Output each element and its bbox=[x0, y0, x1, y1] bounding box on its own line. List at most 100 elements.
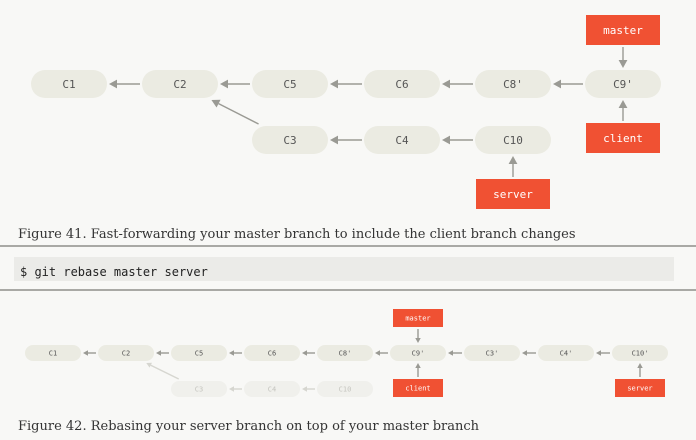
arrowhead-c10-to-c4 bbox=[302, 386, 307, 392]
arrowhead-c3-to-c2 bbox=[211, 99, 221, 108]
commit-c3p: C3' bbox=[464, 345, 520, 361]
commit-node-shape bbox=[31, 70, 107, 98]
arrowhead-client-to-c9p bbox=[618, 100, 628, 108]
commit-c3: C3 bbox=[171, 381, 227, 397]
commit-node-shape bbox=[475, 70, 551, 98]
commit-label: C2 bbox=[173, 78, 186, 91]
branch-tag-shape bbox=[586, 123, 660, 153]
commit-label: C3' bbox=[486, 350, 499, 358]
branch-server: server bbox=[615, 379, 665, 397]
commit-node-shape bbox=[252, 70, 328, 98]
branch-label: server bbox=[627, 385, 652, 393]
commit-label: C6 bbox=[395, 78, 408, 91]
arrowhead-c9p-to-c8p bbox=[553, 79, 561, 89]
commit-node-shape bbox=[171, 345, 227, 361]
arrowhead-server-to-c10p bbox=[637, 363, 643, 368]
commit-c10: C10 bbox=[475, 126, 551, 154]
commit-label: C9' bbox=[412, 350, 425, 358]
code-block: $ git rebase master server bbox=[14, 257, 674, 281]
commit-label: C6 bbox=[268, 350, 276, 358]
commit-label: C5 bbox=[283, 78, 296, 91]
arrowhead-c10p-to-c4p bbox=[596, 350, 601, 356]
arrowhead-c10-to-c4 bbox=[442, 135, 450, 145]
commit-label: C10 bbox=[339, 386, 352, 394]
commit-node-shape bbox=[142, 70, 218, 98]
branch-master: master bbox=[586, 15, 660, 45]
commit-c4: C4 bbox=[244, 381, 300, 397]
commit-c3: C3 bbox=[252, 126, 328, 154]
commit-node-shape bbox=[98, 345, 154, 361]
arrowhead-c2-to-c1 bbox=[83, 350, 88, 356]
commit-c1: C1 bbox=[31, 70, 107, 98]
branch-label: master bbox=[603, 24, 643, 37]
arrowhead-c9p-to-c8p bbox=[375, 350, 380, 356]
branch-client: client bbox=[393, 379, 443, 397]
commit-c10p: C10' bbox=[612, 345, 668, 361]
commit-node-shape bbox=[252, 126, 328, 154]
commit-node-shape bbox=[244, 345, 300, 361]
arrowhead-server-to-c10 bbox=[508, 156, 518, 164]
arrowhead-c4-to-c3 bbox=[330, 135, 338, 145]
arrowhead-c8p-to-c6 bbox=[302, 350, 307, 356]
edge-c3-to-c2 bbox=[150, 364, 180, 380]
commit-label: C10' bbox=[632, 350, 649, 358]
arrowhead-c8p-to-c6 bbox=[442, 79, 450, 89]
commit-label: C9' bbox=[613, 78, 633, 91]
branch-label: client bbox=[405, 385, 430, 393]
commit-label: C4 bbox=[268, 386, 276, 394]
arrowhead-master-to-c9p bbox=[415, 338, 421, 343]
code-block-bottom-rule bbox=[0, 289, 696, 291]
arrowhead-c5-to-c2 bbox=[220, 79, 228, 89]
commit-label: C5 bbox=[195, 350, 203, 358]
commit-node-shape bbox=[317, 345, 373, 361]
branch-tag-shape bbox=[586, 15, 660, 45]
branch-server: server bbox=[476, 179, 550, 209]
arrowhead-c5-to-c2 bbox=[156, 350, 161, 356]
commit-label: C2 bbox=[122, 350, 130, 358]
commit-c10: C10 bbox=[317, 381, 373, 397]
commit-c5: C5 bbox=[171, 345, 227, 361]
arrowhead-c4p-to-c3p bbox=[522, 350, 527, 356]
commit-c9p: C9' bbox=[585, 70, 661, 98]
figure-42-caption: Figure 42. Rebasing your server branch o… bbox=[18, 419, 480, 434]
branch-label: master bbox=[405, 315, 430, 323]
figure-41-caption: Figure 41. Fast-forwarding your master b… bbox=[18, 227, 576, 242]
rebase-server-diagram: C1 C2 C5 C6 C8' C9' C3' C4' C10' C3 C4 C10 master cli… bbox=[25, 309, 668, 397]
commit-c2: C2 bbox=[98, 345, 154, 361]
commit-label: C1 bbox=[62, 78, 75, 91]
commit-c8p: C8' bbox=[317, 345, 373, 361]
branch-tag-shape bbox=[393, 379, 443, 397]
arrowhead-c4-to-c3 bbox=[229, 386, 234, 392]
commit-label: C1 bbox=[49, 350, 57, 358]
commit-node-shape bbox=[317, 381, 373, 397]
commit-label: C8' bbox=[503, 78, 523, 91]
commit-node-shape bbox=[244, 381, 300, 397]
branch-tag-shape bbox=[476, 179, 550, 209]
commit-node-shape bbox=[538, 345, 594, 361]
commit-c8p: C8' bbox=[475, 70, 551, 98]
arrowhead-client-to-c9p bbox=[415, 363, 421, 368]
commit-c5: C5 bbox=[252, 70, 328, 98]
commit-c2: C2 bbox=[142, 70, 218, 98]
commit-c6: C6 bbox=[364, 70, 440, 98]
commit-label: C8' bbox=[339, 350, 352, 358]
code-block-top-rule bbox=[0, 245, 696, 247]
commit-node-shape bbox=[364, 126, 440, 154]
commit-node-shape bbox=[612, 345, 668, 361]
edge-c3-to-c2 bbox=[218, 103, 259, 125]
branch-tag-shape bbox=[615, 379, 665, 397]
branch-label: client bbox=[603, 132, 643, 145]
fast-forward-diagram: C1 C2 C5 C6 C8' C9' C3 C4 C10 master client server bbox=[31, 15, 661, 209]
arrowhead-master-to-c9p bbox=[618, 60, 628, 68]
commit-node-shape bbox=[25, 345, 81, 361]
git-rebase-command: $ git rebase master server bbox=[20, 265, 208, 279]
arrowhead-c6-to-c5 bbox=[330, 79, 338, 89]
commit-label: C3 bbox=[195, 386, 203, 394]
arrowhead-c2-to-c1 bbox=[109, 79, 117, 89]
commit-label: C4 bbox=[395, 134, 409, 147]
commit-node-shape bbox=[464, 345, 520, 361]
commit-c9p: C9' bbox=[390, 345, 446, 361]
branch-tag-shape bbox=[393, 309, 443, 327]
commit-label: C4' bbox=[560, 350, 573, 358]
commit-node-shape bbox=[364, 70, 440, 98]
